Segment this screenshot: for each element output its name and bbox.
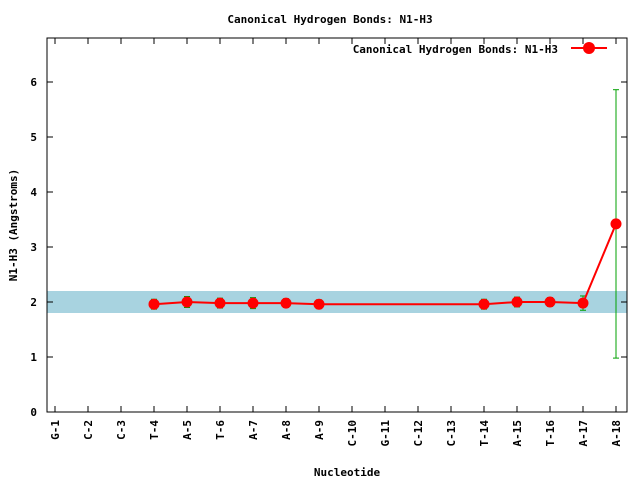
x-tick-label: A-18	[610, 420, 623, 447]
x-tick-label: A-7	[247, 420, 260, 440]
data-point-layer	[148, 218, 622, 310]
x-tick-label: T-14	[478, 420, 491, 447]
data-point	[478, 298, 490, 310]
y-tick-label: 4	[30, 186, 37, 199]
x-tick-label: A-9	[313, 420, 326, 440]
data-point	[214, 297, 226, 309]
legend: Canonical Hydrogen Bonds: N1-H3	[353, 42, 607, 56]
data-point	[544, 296, 556, 308]
y-tick-label: 2	[30, 296, 37, 309]
x-tick-label: A-8	[280, 420, 293, 440]
data-point	[610, 218, 622, 230]
data-point	[181, 296, 193, 308]
x-tick-label: C-13	[445, 420, 458, 447]
data-point	[511, 296, 523, 308]
x-tick-label: G-11	[379, 420, 392, 447]
x-tick-label: G-1	[49, 420, 62, 440]
y-tick-label: 5	[30, 131, 37, 144]
plot-frame	[46, 37, 628, 413]
legend-marker	[583, 42, 595, 54]
x-axis-label: Nucleotide	[314, 466, 381, 479]
y-tick-label: 0	[30, 406, 37, 419]
data-point	[247, 297, 259, 309]
x-tick-label: A-17	[577, 420, 590, 447]
x-tick-label: C-12	[412, 420, 425, 447]
x-tick-label: C-10	[346, 420, 359, 447]
x-tick-label: C-2	[82, 420, 95, 440]
errorbar-layer	[151, 89, 619, 359]
data-point	[148, 298, 160, 310]
x-tick-label: A-5	[181, 420, 194, 440]
x-tick-label: T-4	[148, 420, 161, 440]
x-tick-label: A-15	[511, 420, 524, 447]
axis-layer: 0 1 2 3 4 5 6G-1 C-2 C-3 T-4 A-5 T-6 A-7 A-8 A-9 C-10 G-…	[30, 38, 627, 447]
x-tick-label: T-6	[214, 420, 227, 440]
data-point	[313, 298, 325, 310]
y-axis-label: N1-H3 (Angstroms)	[7, 169, 20, 282]
data-point	[280, 297, 292, 309]
x-tick-label: C-3	[115, 420, 128, 440]
data-point	[577, 297, 589, 309]
x-tick-label: T-16	[544, 420, 557, 447]
y-tick-label: 6	[30, 76, 37, 89]
chart-title: Canonical Hydrogen Bonds: N1-H3	[227, 13, 432, 26]
y-tick-label: 1	[30, 351, 37, 364]
legend-label: Canonical Hydrogen Bonds: N1-H3	[353, 43, 558, 56]
y-tick-label: 3	[30, 241, 37, 254]
